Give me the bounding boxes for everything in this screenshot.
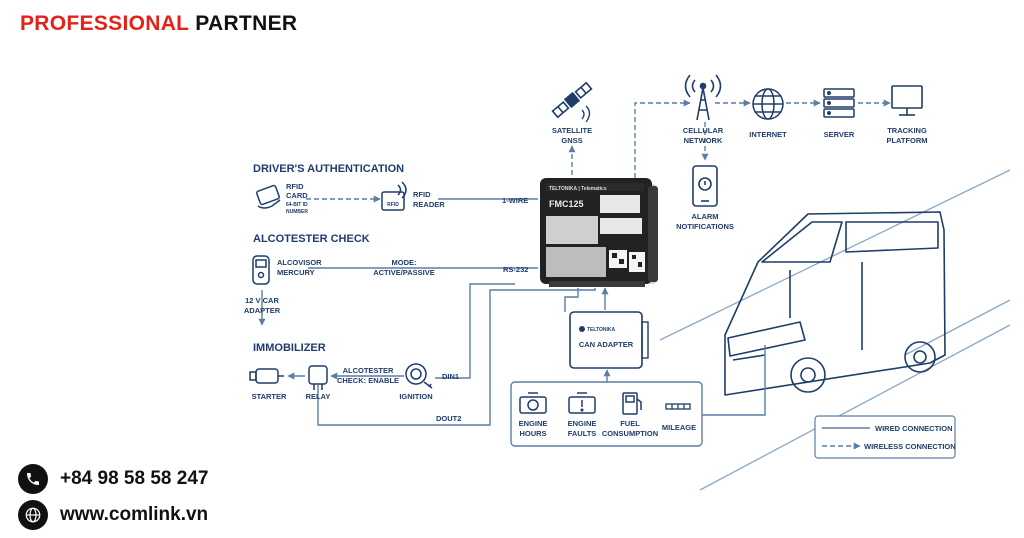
starter-icon	[249, 368, 284, 384]
phone-alarm-icon	[692, 165, 718, 207]
alcovisor-label-2: MERCURY	[277, 268, 315, 277]
rfid-card-icon	[256, 184, 281, 209]
vehicle-data-box	[510, 381, 703, 447]
fmc125-device: TELTONIKA | Telematics FMC125	[540, 178, 658, 287]
alarm-label-2: NOTIFICATIONS	[676, 222, 734, 231]
din1-label: DIN1	[442, 372, 459, 381]
rfid-tag-label: RFID	[387, 202, 399, 208]
globe-icon	[752, 88, 784, 120]
section-alcotester: ALCOTESTER CHECK	[253, 233, 370, 245]
relay-label: RELAY	[306, 392, 331, 401]
tracking-label-2: PLATFORM	[886, 136, 927, 145]
dout2-label: DOUT2	[436, 414, 461, 423]
satellite-label-2: GNSS	[561, 136, 582, 145]
ignition-label: IGNITION	[399, 392, 432, 401]
can-adapter-box	[569, 311, 649, 369]
alcotester-enable-2: CHECK: ENABLE	[337, 376, 399, 385]
can-adapter-label: CAN ADAPTER	[579, 340, 634, 349]
cell-tower-icon	[684, 74, 722, 121]
contact-phone: +84 98 58 58 247	[18, 464, 208, 494]
engine-faults-icon	[568, 392, 596, 414]
can-logo: TELTONIKA	[587, 327, 616, 333]
engine-hours-1: ENGINE	[519, 419, 548, 428]
rfid-card-sub-2: NUMBER	[286, 209, 308, 215]
satellite-signal-icon	[581, 105, 591, 123]
tracking-label-1: TRACKING	[887, 126, 927, 135]
legend-wireless: WIRELESS CONNECTION	[864, 442, 956, 451]
satellite-label-1: SATELLITE	[552, 126, 592, 135]
legend	[814, 415, 956, 459]
monitor-icon	[891, 85, 923, 116]
fuel-2: CONSUMPTION	[602, 429, 658, 438]
legend-wired: WIRED CONNECTION	[875, 424, 953, 433]
contact-website: www.comlink.vn	[18, 500, 208, 530]
cellular-label-2: NETWORK	[684, 136, 723, 145]
brand-part2: PARTNER	[195, 12, 298, 35]
globe-icon	[18, 500, 48, 530]
car-adapter-label-1: 12 V CAR	[245, 296, 279, 305]
engine-faults-1: ENGINE	[568, 419, 597, 428]
rfid-reader-icon	[381, 181, 407, 211]
alarm-label-1: ALARM	[691, 212, 718, 221]
alcovisor-icon	[252, 255, 270, 285]
device-logo: TELTONIKA | Telematics	[549, 186, 607, 192]
ignition-icon	[405, 363, 433, 389]
relay-icon	[308, 365, 328, 390]
alcovisor-label-1: ALCOVISOR	[277, 258, 322, 267]
section-driver-auth: DRIVER'S AUTHENTICATION	[253, 163, 404, 175]
rfid-card-sub-1: 64-BIT ID	[286, 202, 308, 208]
mileage-icon	[665, 403, 691, 410]
phone-icon	[18, 464, 48, 494]
internet-label: INTERNET	[749, 130, 787, 139]
engine-hours-icon	[519, 392, 547, 414]
satellite-icon	[551, 81, 593, 119]
car-adapter-label-2: ADAPTER	[244, 306, 281, 315]
engine-faults-2: FAULTS	[568, 429, 597, 438]
mileage-label: MILEAGE	[662, 423, 696, 432]
van-illustration	[724, 211, 946, 396]
fuel-icon	[622, 392, 642, 415]
server-icon	[823, 88, 855, 118]
rfid-reader-label-2: READER	[413, 200, 445, 209]
alcotester-enable-1: ALCOTESTER	[343, 366, 394, 375]
mode-label-2: ACTIVE/PASSIVE	[373, 268, 435, 277]
fuel-1: FUEL	[620, 419, 640, 428]
device-model: FMC125	[549, 199, 584, 209]
one-wire-label: 1-WIRE	[502, 196, 528, 205]
mode-label-1: MODE:	[392, 258, 417, 267]
website-link[interactable]: www.comlink.vn	[60, 504, 209, 525]
connections	[258, 99, 891, 426]
brand-part1: PROFESSIONAL	[20, 12, 190, 35]
rfid-reader-label-1: RFID	[413, 190, 431, 199]
rfid-card-label-2: CARD	[286, 191, 308, 200]
cellular-label-1: CELLULAR	[683, 126, 724, 135]
section-immobilizer: IMMOBILIZER	[253, 342, 326, 354]
starter-label: STARTER	[252, 392, 287, 401]
engine-hours-2: HOURS	[519, 429, 546, 438]
rfid-card-label-1: RFID	[286, 182, 304, 191]
rs232-label: RS-232	[503, 265, 528, 274]
server-label: SERVER	[824, 130, 855, 139]
phone-number[interactable]: +84 98 58 58 247	[60, 468, 209, 489]
road-illustration	[659, 169, 1011, 491]
